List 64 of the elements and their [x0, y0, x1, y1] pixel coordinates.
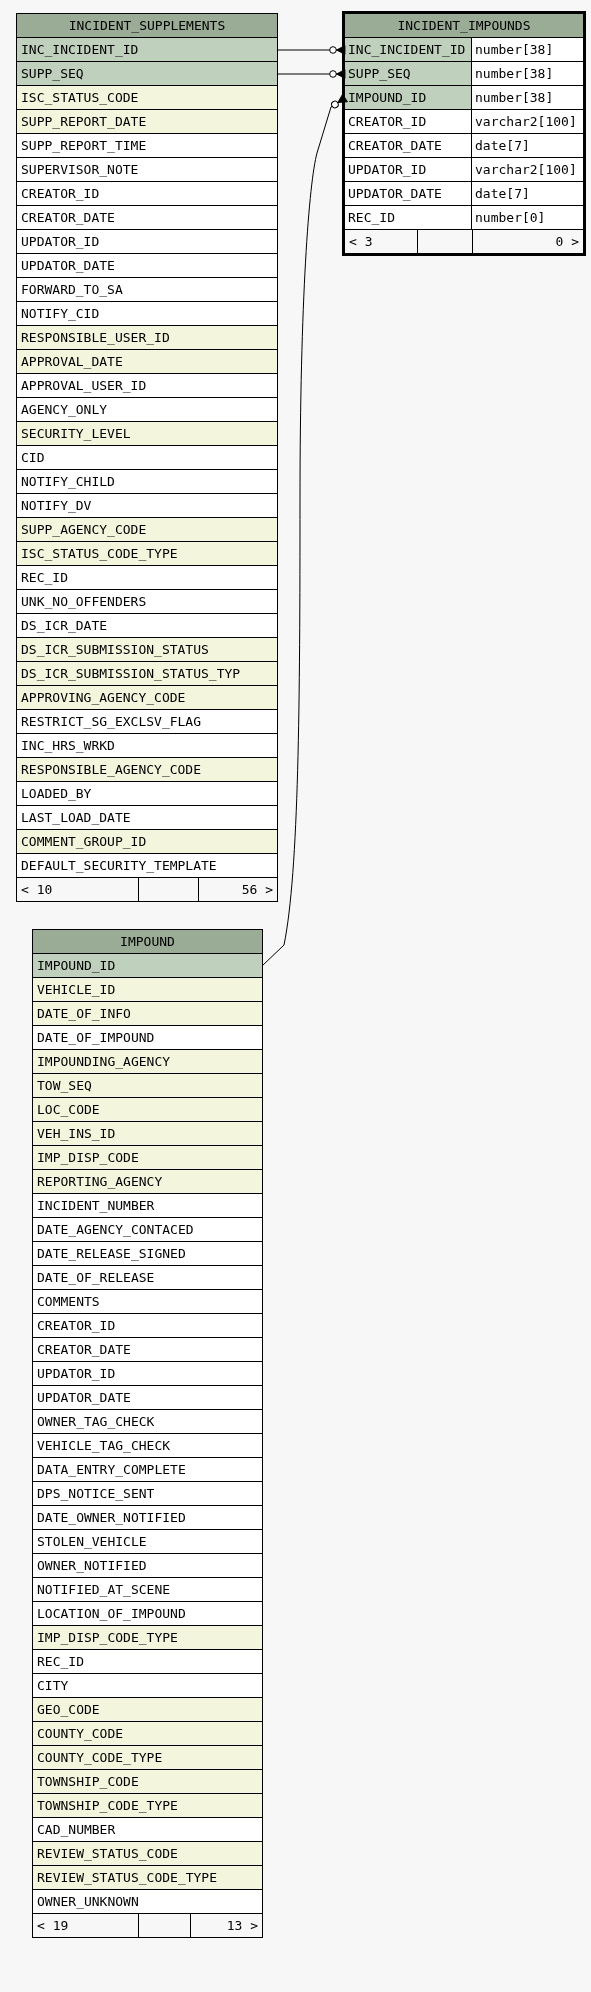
column-name: INC_INCIDENT_ID — [345, 38, 472, 61]
table-row: COMMENT_GROUP_ID — [17, 830, 277, 854]
column-name: UPDATOR_DATE — [345, 182, 472, 205]
table-footer — [17, 878, 277, 901]
table-row: DATE_OF_INFO — [33, 1002, 262, 1026]
table-row: ISC_STATUS_CODE_TYPE — [17, 542, 277, 566]
table-row: ISC_STATUS_CODE — [17, 86, 277, 110]
table-row — [345, 110, 583, 134]
table-row: IMPOUND_ID — [33, 954, 262, 978]
relation-count: 13 > — [226, 1917, 258, 1935]
table-row: REVIEW_STATUS_CODE — [33, 1842, 262, 1866]
table-row: COUNTY_CODE_TYPE — [33, 1746, 262, 1770]
table-row — [345, 62, 583, 86]
table-row: DS_ICR_SUBMISSION_STATUS — [17, 638, 277, 662]
table-row: REPORTING_AGENCY — [33, 1170, 262, 1194]
column-name: UPDATOR_ID — [345, 158, 472, 181]
table-row: SUPP_AGENCY_CODE — [17, 518, 277, 542]
table-row: TOW_SEQ — [33, 1074, 262, 1098]
table-row — [345, 158, 583, 182]
entity-table — [16, 13, 278, 902]
relationship-line — [276, 45, 346, 55]
table-row: RESPONSIBLE_AGENCY_CODE — [17, 758, 277, 782]
column-name: CREATOR_ID — [345, 110, 472, 133]
table-row: LOC_CODE — [33, 1098, 262, 1122]
table-row: TOWNSHIP_CODE — [33, 1770, 262, 1794]
entity-table — [342, 11, 586, 256]
table-row: IMPOUNDING_AGENCY — [33, 1050, 262, 1074]
column-name: IMPOUND_ID — [345, 86, 472, 109]
table-row: IMP_DISP_CODE_TYPE — [33, 1626, 262, 1650]
column-name: SUPP_SEQ — [345, 62, 472, 85]
table-footer — [33, 1914, 262, 1937]
table-row: SUPP_SEQ — [17, 62, 277, 86]
table-row: SUPP_REPORT_DATE — [17, 110, 277, 134]
table-row: SECURITY_LEVEL — [17, 422, 277, 446]
table-row — [345, 38, 583, 62]
table-row: GEO_CODE — [33, 1698, 262, 1722]
table-row: INC_INCIDENT_ID — [17, 38, 277, 62]
table-row: VEHICLE_ID — [33, 978, 262, 1002]
table-footer — [345, 230, 583, 253]
table-row: COUNTY_CODE — [33, 1722, 262, 1746]
column-name: REC_ID — [345, 206, 472, 229]
table-row: APPROVAL_DATE — [17, 350, 277, 374]
table-row: APPROVING_AGENCY_CODE — [17, 686, 277, 710]
table-row: VEH_INS_ID — [33, 1122, 262, 1146]
table-row — [345, 182, 583, 206]
relation-count: < 3 — [349, 233, 373, 251]
table-row: TOWNSHIP_CODE_TYPE — [33, 1794, 262, 1818]
relation-count: 56 > — [241, 881, 273, 899]
entity-table — [32, 929, 263, 1938]
table-row: RESPONSIBLE_USER_ID — [17, 326, 277, 350]
table-row: REVIEW_STATUS_CODE_TYPE — [33, 1866, 262, 1890]
table-row: IMP_DISP_CODE — [33, 1146, 262, 1170]
table-name: INCIDENT_IMPOUNDS — [345, 14, 583, 38]
table-row — [345, 86, 583, 110]
relation-count: 0 > — [555, 233, 579, 251]
relation-count: < 19 — [37, 1917, 69, 1935]
table-name: IMPOUND — [33, 930, 262, 954]
relation-count: < 10 — [21, 881, 53, 899]
relationship-line — [276, 69, 346, 79]
table-row — [345, 206, 583, 230]
column-name: CREATOR_DATE — [345, 134, 472, 157]
table-name: INCIDENT_SUPPLEMENTS — [17, 14, 277, 38]
table-row: DS_ICR_SUBMISSION_STATUS_TYP — [17, 662, 277, 686]
table-row — [345, 134, 583, 158]
